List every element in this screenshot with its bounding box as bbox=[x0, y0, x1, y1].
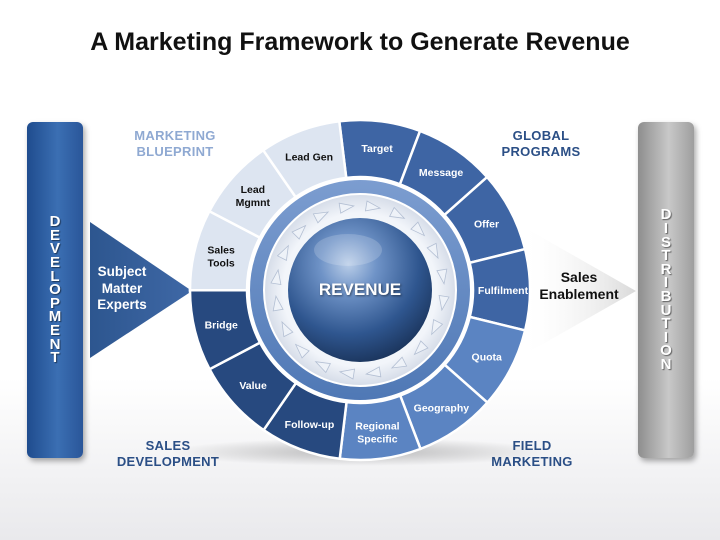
chevron-arrow bbox=[338, 202, 355, 214]
sales-enablement-line: Enablement bbox=[539, 285, 619, 302]
sme-line: Subject bbox=[97, 264, 147, 279]
chevron-arrow bbox=[338, 368, 356, 380]
development-letter: E bbox=[49, 321, 60, 339]
sales-enablement-label: Sales Enablement bbox=[533, 269, 625, 302]
distribution-letter: T bbox=[661, 315, 671, 333]
distribution-letter: I bbox=[663, 220, 669, 238]
chevron-arrow bbox=[436, 268, 448, 285]
segment-label: Fulfilment bbox=[478, 285, 529, 297]
chevron-arrow bbox=[365, 366, 382, 378]
distribution-letter: I bbox=[663, 274, 669, 292]
development-letter: O bbox=[49, 281, 61, 299]
segment-labels: TargetMessageOfferFulfilmentQuotaGeograp… bbox=[205, 143, 529, 445]
marketing-blueprint-label: MARKETING BLUEPRINT bbox=[116, 128, 234, 160]
chevron-arrow bbox=[272, 295, 284, 312]
segment-lead-gen bbox=[261, 119, 348, 199]
development-letter: T bbox=[50, 349, 60, 367]
distribution-letter: S bbox=[660, 233, 671, 251]
distribution-letter: I bbox=[663, 328, 669, 346]
revenue-label: REVENUE bbox=[318, 280, 402, 299]
development-letter: E bbox=[49, 254, 60, 272]
chevron-arrow bbox=[438, 294, 450, 312]
development-letter: L bbox=[50, 267, 60, 285]
segment-label: Target bbox=[361, 143, 393, 155]
global-programs-line: GLOBAL bbox=[512, 128, 570, 143]
subject-matter-experts-label: Subject Matter Experts bbox=[90, 264, 154, 314]
segment-label: Value bbox=[239, 380, 267, 392]
segment-label: Offer bbox=[474, 218, 499, 230]
sphere-highlight bbox=[314, 234, 382, 266]
global-programs-label: GLOBAL PROGRAMS bbox=[486, 128, 596, 160]
distribution-letter: B bbox=[660, 288, 672, 305]
development-letter: P bbox=[49, 294, 60, 312]
sales-enablement-arrow bbox=[520, 225, 636, 357]
segment-label: Lead Gen bbox=[285, 151, 333, 163]
segment-label: Follow-up bbox=[285, 419, 335, 431]
chevron-arrow bbox=[276, 244, 289, 261]
marketing-blueprint-line: MARKETING bbox=[134, 128, 216, 143]
sales-enablement-line: Sales bbox=[560, 269, 598, 285]
distribution-letter: T bbox=[661, 247, 671, 265]
segment-label: Geography bbox=[414, 403, 470, 415]
segment-label: Bridge bbox=[205, 319, 238, 331]
global-programs-line: PROGRAMS bbox=[501, 144, 581, 159]
sme-line: Experts bbox=[97, 297, 147, 312]
distribution-letter: O bbox=[660, 342, 672, 360]
subject-matter-experts-arrow bbox=[90, 222, 192, 358]
marketing-blueprint-line: BLUEPRINT bbox=[136, 144, 214, 159]
distribution-letter: R bbox=[660, 260, 672, 278]
sme-line: Matter bbox=[101, 280, 143, 296]
chevron-arrow bbox=[364, 200, 382, 212]
development-letter: E bbox=[49, 226, 60, 244]
chevron-arrow bbox=[390, 356, 408, 369]
chevron-arrow bbox=[314, 361, 331, 374]
chevron-arrow bbox=[431, 319, 444, 336]
development-letter: V bbox=[49, 240, 60, 258]
chevron-ring bbox=[270, 200, 450, 380]
development-letter: N bbox=[49, 335, 61, 353]
development-letter: D bbox=[49, 213, 61, 231]
distribution-letter: N bbox=[660, 355, 672, 373]
chevron-arrow bbox=[281, 320, 294, 338]
segment-label: Quota bbox=[472, 351, 502, 363]
chevron-arrow bbox=[291, 224, 307, 240]
revenue-sphere bbox=[288, 218, 432, 362]
segment-ring bbox=[188, 118, 532, 462]
distribution-letter: D bbox=[660, 206, 672, 224]
distribution-letter: U bbox=[660, 301, 672, 319]
chevron-arrow bbox=[426, 242, 439, 260]
chevron-arrow bbox=[410, 221, 426, 237]
segment-label: Message bbox=[419, 167, 464, 179]
chevron-arrow bbox=[389, 206, 406, 219]
development-letter: M bbox=[48, 308, 62, 326]
chevron-arrow bbox=[270, 268, 282, 286]
chevron-arrow bbox=[294, 343, 310, 359]
page-title: A Marketing Framework to Generate Revenu… bbox=[90, 28, 630, 56]
chevron-arrow bbox=[413, 340, 429, 356]
chevron-arrow bbox=[312, 211, 330, 224]
